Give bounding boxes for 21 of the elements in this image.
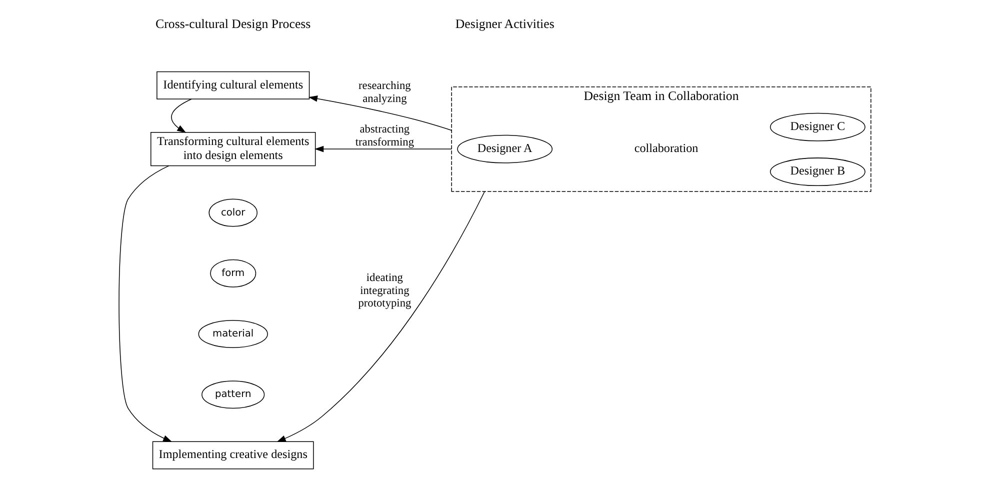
label: collaboration <box>634 140 698 155</box>
edge-label: abstracting transforming <box>354 123 414 148</box>
arrow <box>308 96 452 131</box>
edge-label: researching analyzing <box>358 80 410 106</box>
node-ellipse: Designer C <box>769 112 865 142</box>
node-ellipse: Designer B <box>769 158 865 186</box>
arrow <box>276 191 484 442</box>
node-ellipse: pattern <box>201 380 264 409</box>
arrow <box>314 146 452 152</box>
node-ellipse: material <box>198 320 268 348</box>
edge-label: ideating integrating prototyping <box>358 272 411 310</box>
arrow <box>118 165 172 442</box>
node-ellipse: color <box>208 198 257 227</box>
node-box: Identifying cultural elements <box>156 71 310 100</box>
node-ellipse: form <box>210 259 256 288</box>
node-ellipse: Designer A <box>456 134 552 164</box>
node-box: Transforming cultural elements into design elements <box>150 132 316 166</box>
arrow <box>170 98 192 133</box>
label: Cross-cultural Design Process <box>155 16 310 31</box>
label: Designer Activities <box>454 16 554 31</box>
node-box: Implementing creative designs <box>152 441 314 470</box>
